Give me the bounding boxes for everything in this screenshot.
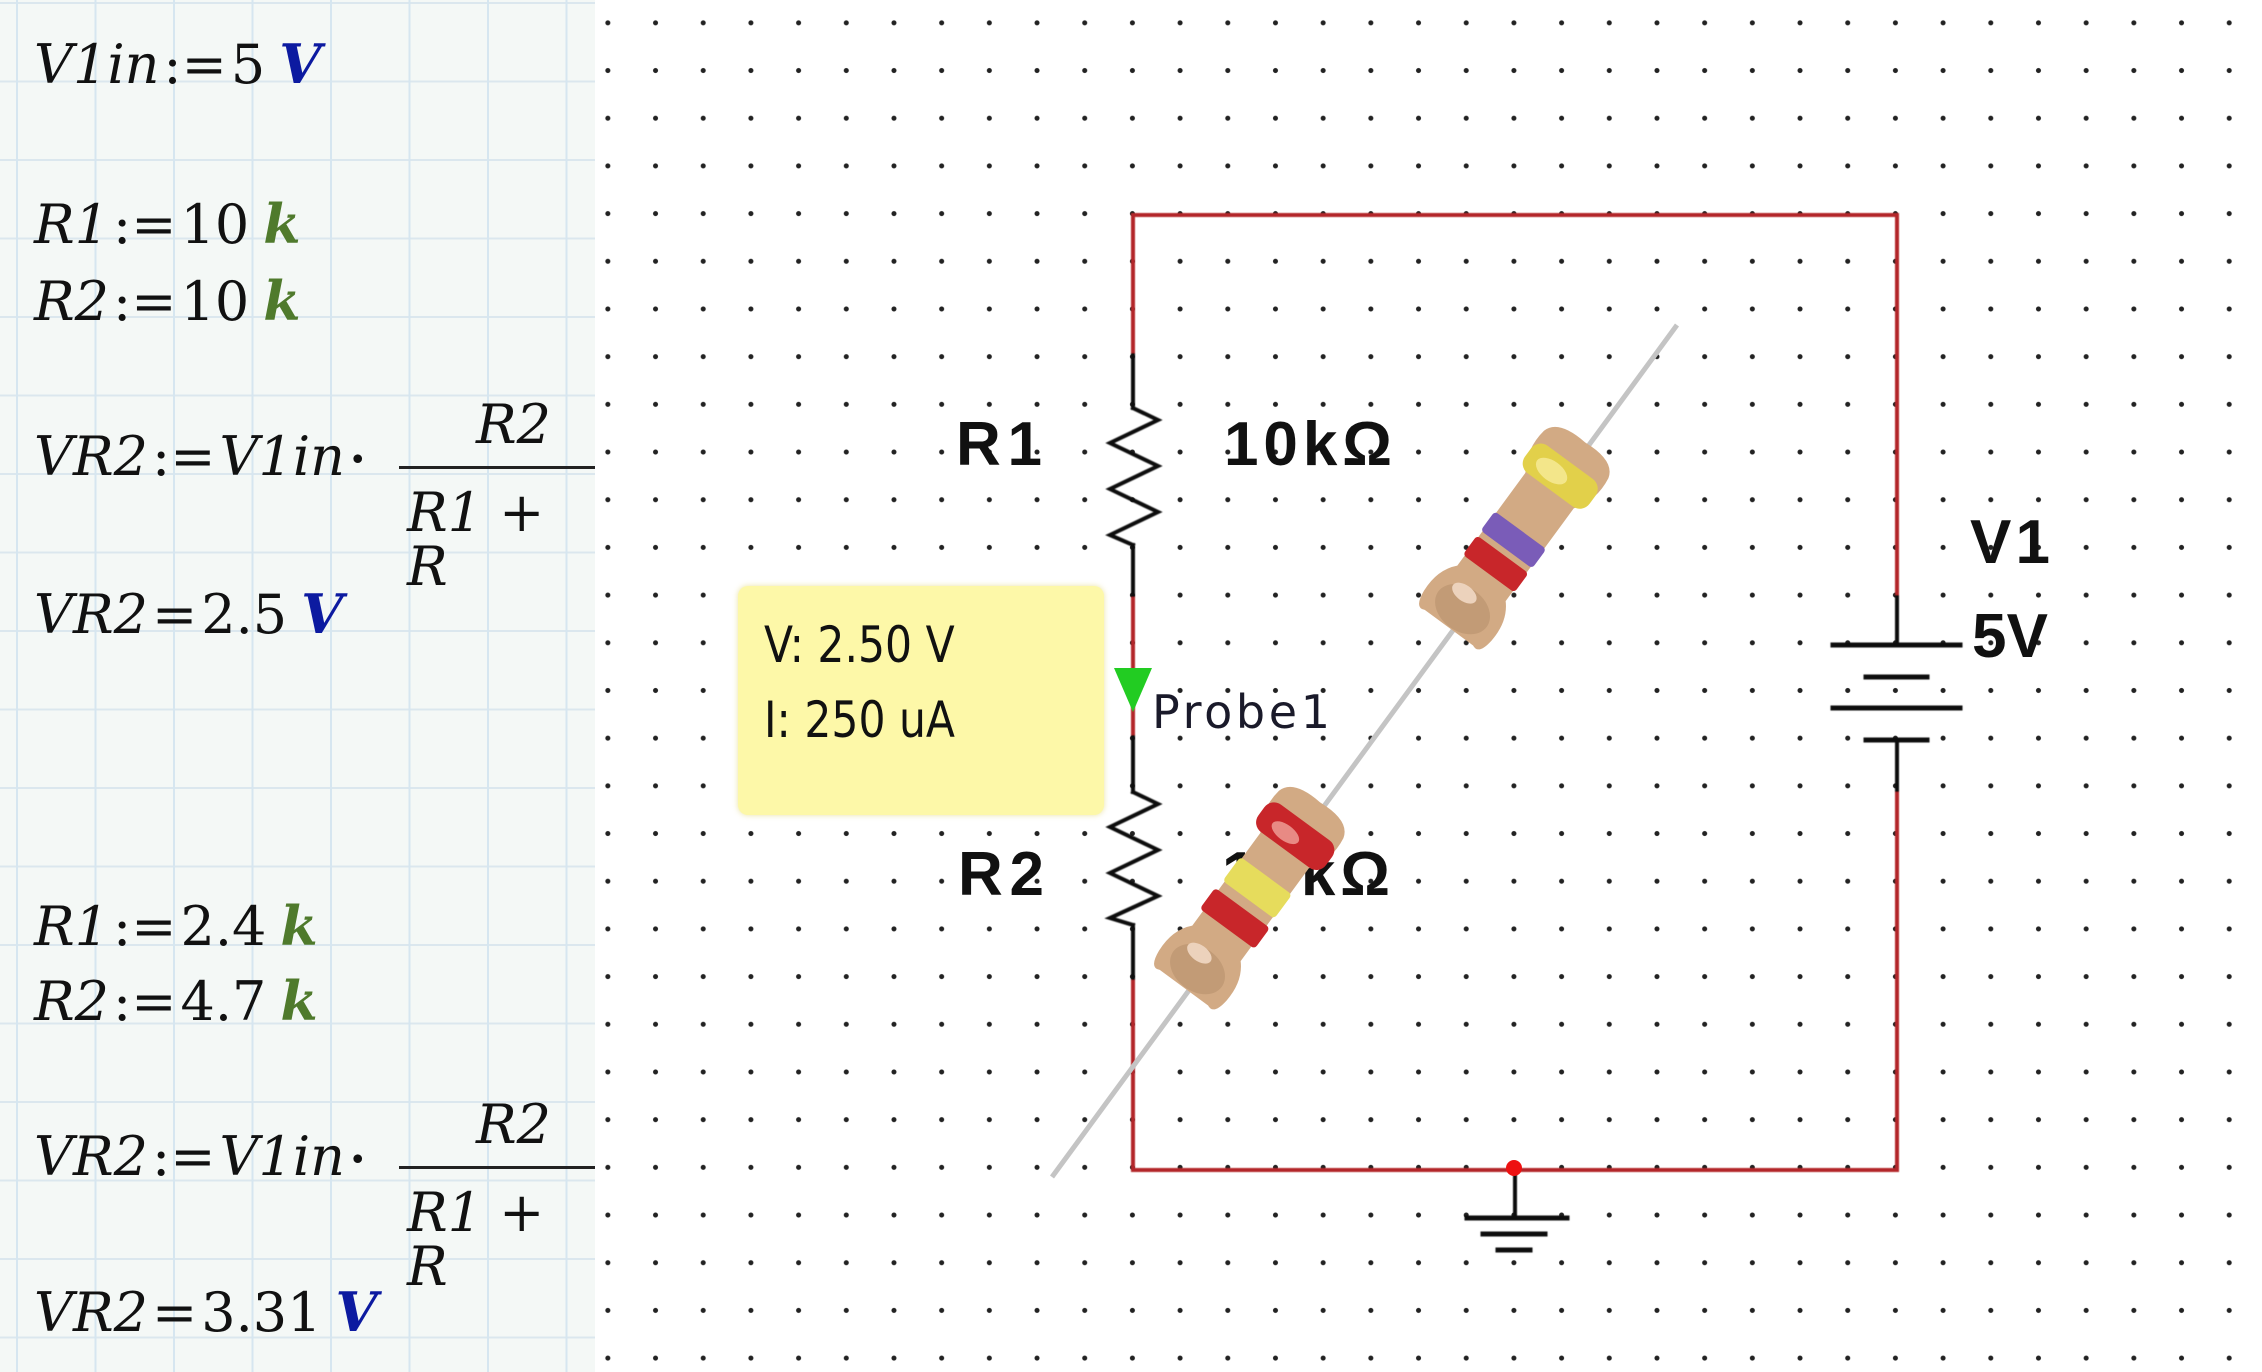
assign-operator: :=	[163, 33, 227, 96]
value: 10	[180, 193, 250, 256]
var-name: VR2	[34, 425, 149, 488]
assign-operator: :=	[113, 270, 177, 333]
var-name: R1	[34, 895, 110, 958]
band-2	[1482, 512, 1545, 567]
fraction-bar	[399, 466, 595, 469]
junction-dot[interactable]	[1506, 1160, 1522, 1176]
var-name: VR2	[34, 1125, 149, 1188]
var-name: R2	[34, 970, 110, 1033]
factor: V1in	[219, 1125, 345, 1188]
factor: V1in	[219, 425, 345, 488]
value: 10	[180, 270, 250, 333]
v1-value: 5V	[1972, 602, 2048, 671]
assign-operator: :=	[113, 193, 177, 256]
var-name: R1	[34, 193, 110, 256]
resistor-photo-4k7[interactable]	[1414, 417, 1619, 654]
band-2	[1224, 858, 1291, 918]
assign-operator: :=	[113, 895, 177, 958]
battery-v1-symbol[interactable]	[1830, 642, 1963, 743]
wire-top[interactable]	[1131, 213, 1899, 599]
evaluate-operator: =	[152, 1281, 198, 1344]
schematic-canvas[interactable]	[595, 0, 2262, 1372]
result-value: 2.5	[201, 583, 288, 646]
r1-value: 10kΩ	[1224, 410, 1392, 479]
unit-kilo: k	[280, 894, 318, 958]
unit-kilo: k	[263, 269, 301, 333]
probe-current: I: 250 uA	[764, 691, 956, 749]
fraction-numerator: R2	[476, 393, 552, 456]
formula-lhs: VR2:=V1in•	[34, 1130, 371, 1184]
unit-kilo: k	[280, 969, 318, 1033]
probe-label: Probe1	[1152, 685, 1330, 739]
assign-operator: :=	[152, 1125, 216, 1188]
result-value: 3.31	[201, 1281, 322, 1344]
probe-marker-icon[interactable]	[1114, 668, 1152, 712]
probe-tooltip: V: 2.50 V I: 250 uA	[738, 586, 1104, 815]
r2-label: R2	[958, 840, 1044, 909]
fraction-bar	[399, 1166, 595, 1169]
unit-volt: V	[335, 1280, 378, 1344]
evaluate-operator: =	[152, 583, 198, 646]
band-3	[1201, 889, 1269, 948]
fraction-numerator: R2	[476, 1093, 552, 1156]
unit-volt: V	[279, 32, 322, 96]
assign-operator: :=	[152, 425, 216, 488]
var-name: V1in	[34, 33, 160, 96]
multiply-dot: •	[348, 1143, 367, 1178]
unit-kilo: k	[263, 192, 301, 256]
probe-voltage: V: 2.50 V	[764, 616, 955, 674]
multiply-dot: •	[348, 443, 367, 478]
r1-label: R1	[956, 410, 1042, 479]
var-name: VR2	[34, 583, 149, 646]
resistor-r1-symbol[interactable]	[1105, 405, 1163, 548]
formula-lhs: VR2:=V1in•	[34, 430, 371, 484]
var-name: R2	[34, 270, 110, 333]
unit-volt: V	[301, 582, 344, 646]
assign-operator: :=	[113, 970, 177, 1033]
value: 5	[230, 33, 266, 96]
v1-label: V1	[1970, 508, 2050, 577]
ground-icon[interactable]	[1464, 1215, 1570, 1253]
band-3	[1464, 536, 1527, 592]
value: 2.4	[180, 895, 267, 958]
fraction-denominator: R1 + R	[407, 1181, 545, 1298]
fraction-denominator: R1 + R	[407, 481, 545, 598]
resistor-r2-symbol[interactable]	[1104, 789, 1163, 928]
value: 4.7	[180, 970, 267, 1033]
resistor-photo-2k4[interactable]	[1149, 777, 1354, 1014]
var-name: VR2	[34, 1281, 149, 1344]
